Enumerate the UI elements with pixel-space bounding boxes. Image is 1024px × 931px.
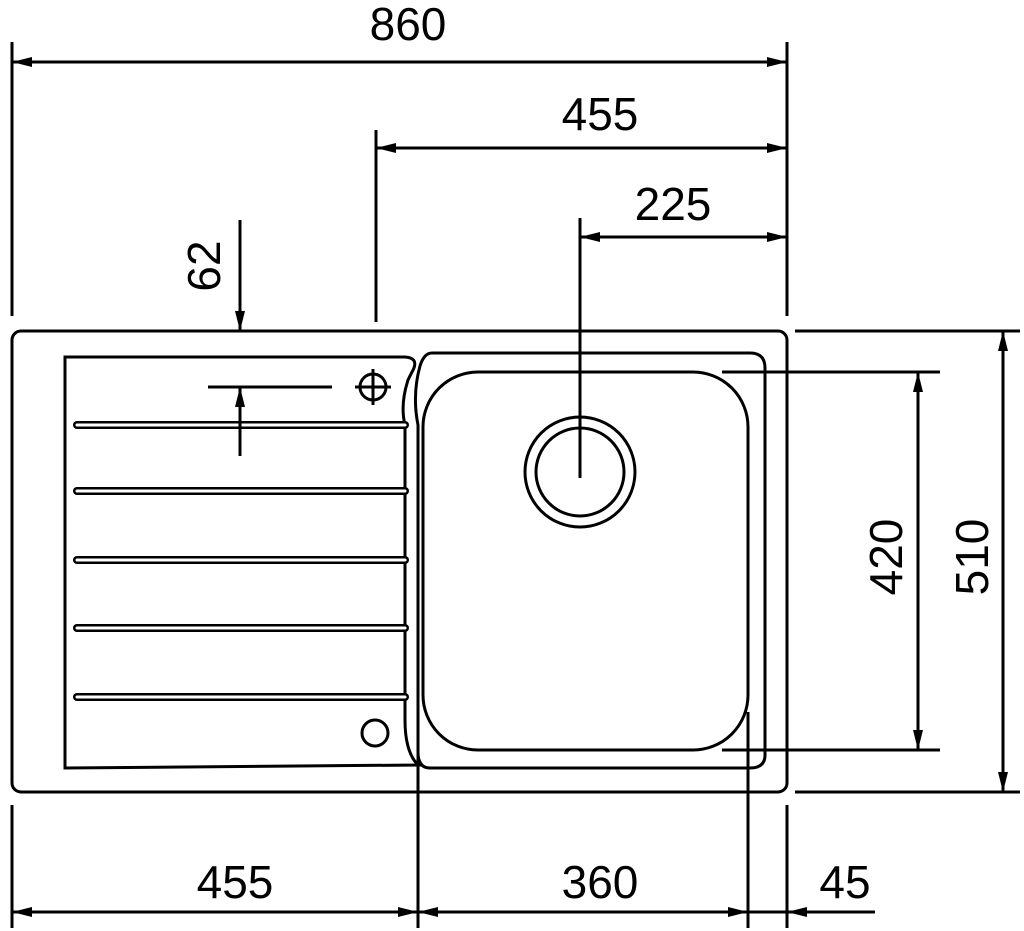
- label-right-rim: 45: [819, 856, 870, 908]
- label-overall-depth: 510: [946, 519, 998, 596]
- bowl-outer: [413, 351, 767, 770]
- label-overall-width: 860: [370, 0, 447, 50]
- label-drainer-width: 455: [197, 856, 274, 908]
- dimension-lines: [12, 57, 1008, 917]
- label-bowl-width: 360: [562, 856, 639, 908]
- sink-body: [10, 329, 789, 794]
- drainer-board: [63, 355, 422, 770]
- label-bowl-offset: 455: [562, 88, 639, 140]
- label-drain-offset: 225: [635, 178, 712, 230]
- bowl-inner: [421, 370, 750, 752]
- label-tap-hole-offset: 62: [178, 240, 230, 291]
- label-bowl-depth: 420: [860, 519, 912, 596]
- drainer-ribs: [73, 421, 409, 701]
- overflow-hole: [360, 718, 390, 748]
- tap-hole-icon: [355, 369, 391, 405]
- extension-lines: [10, 42, 1020, 928]
